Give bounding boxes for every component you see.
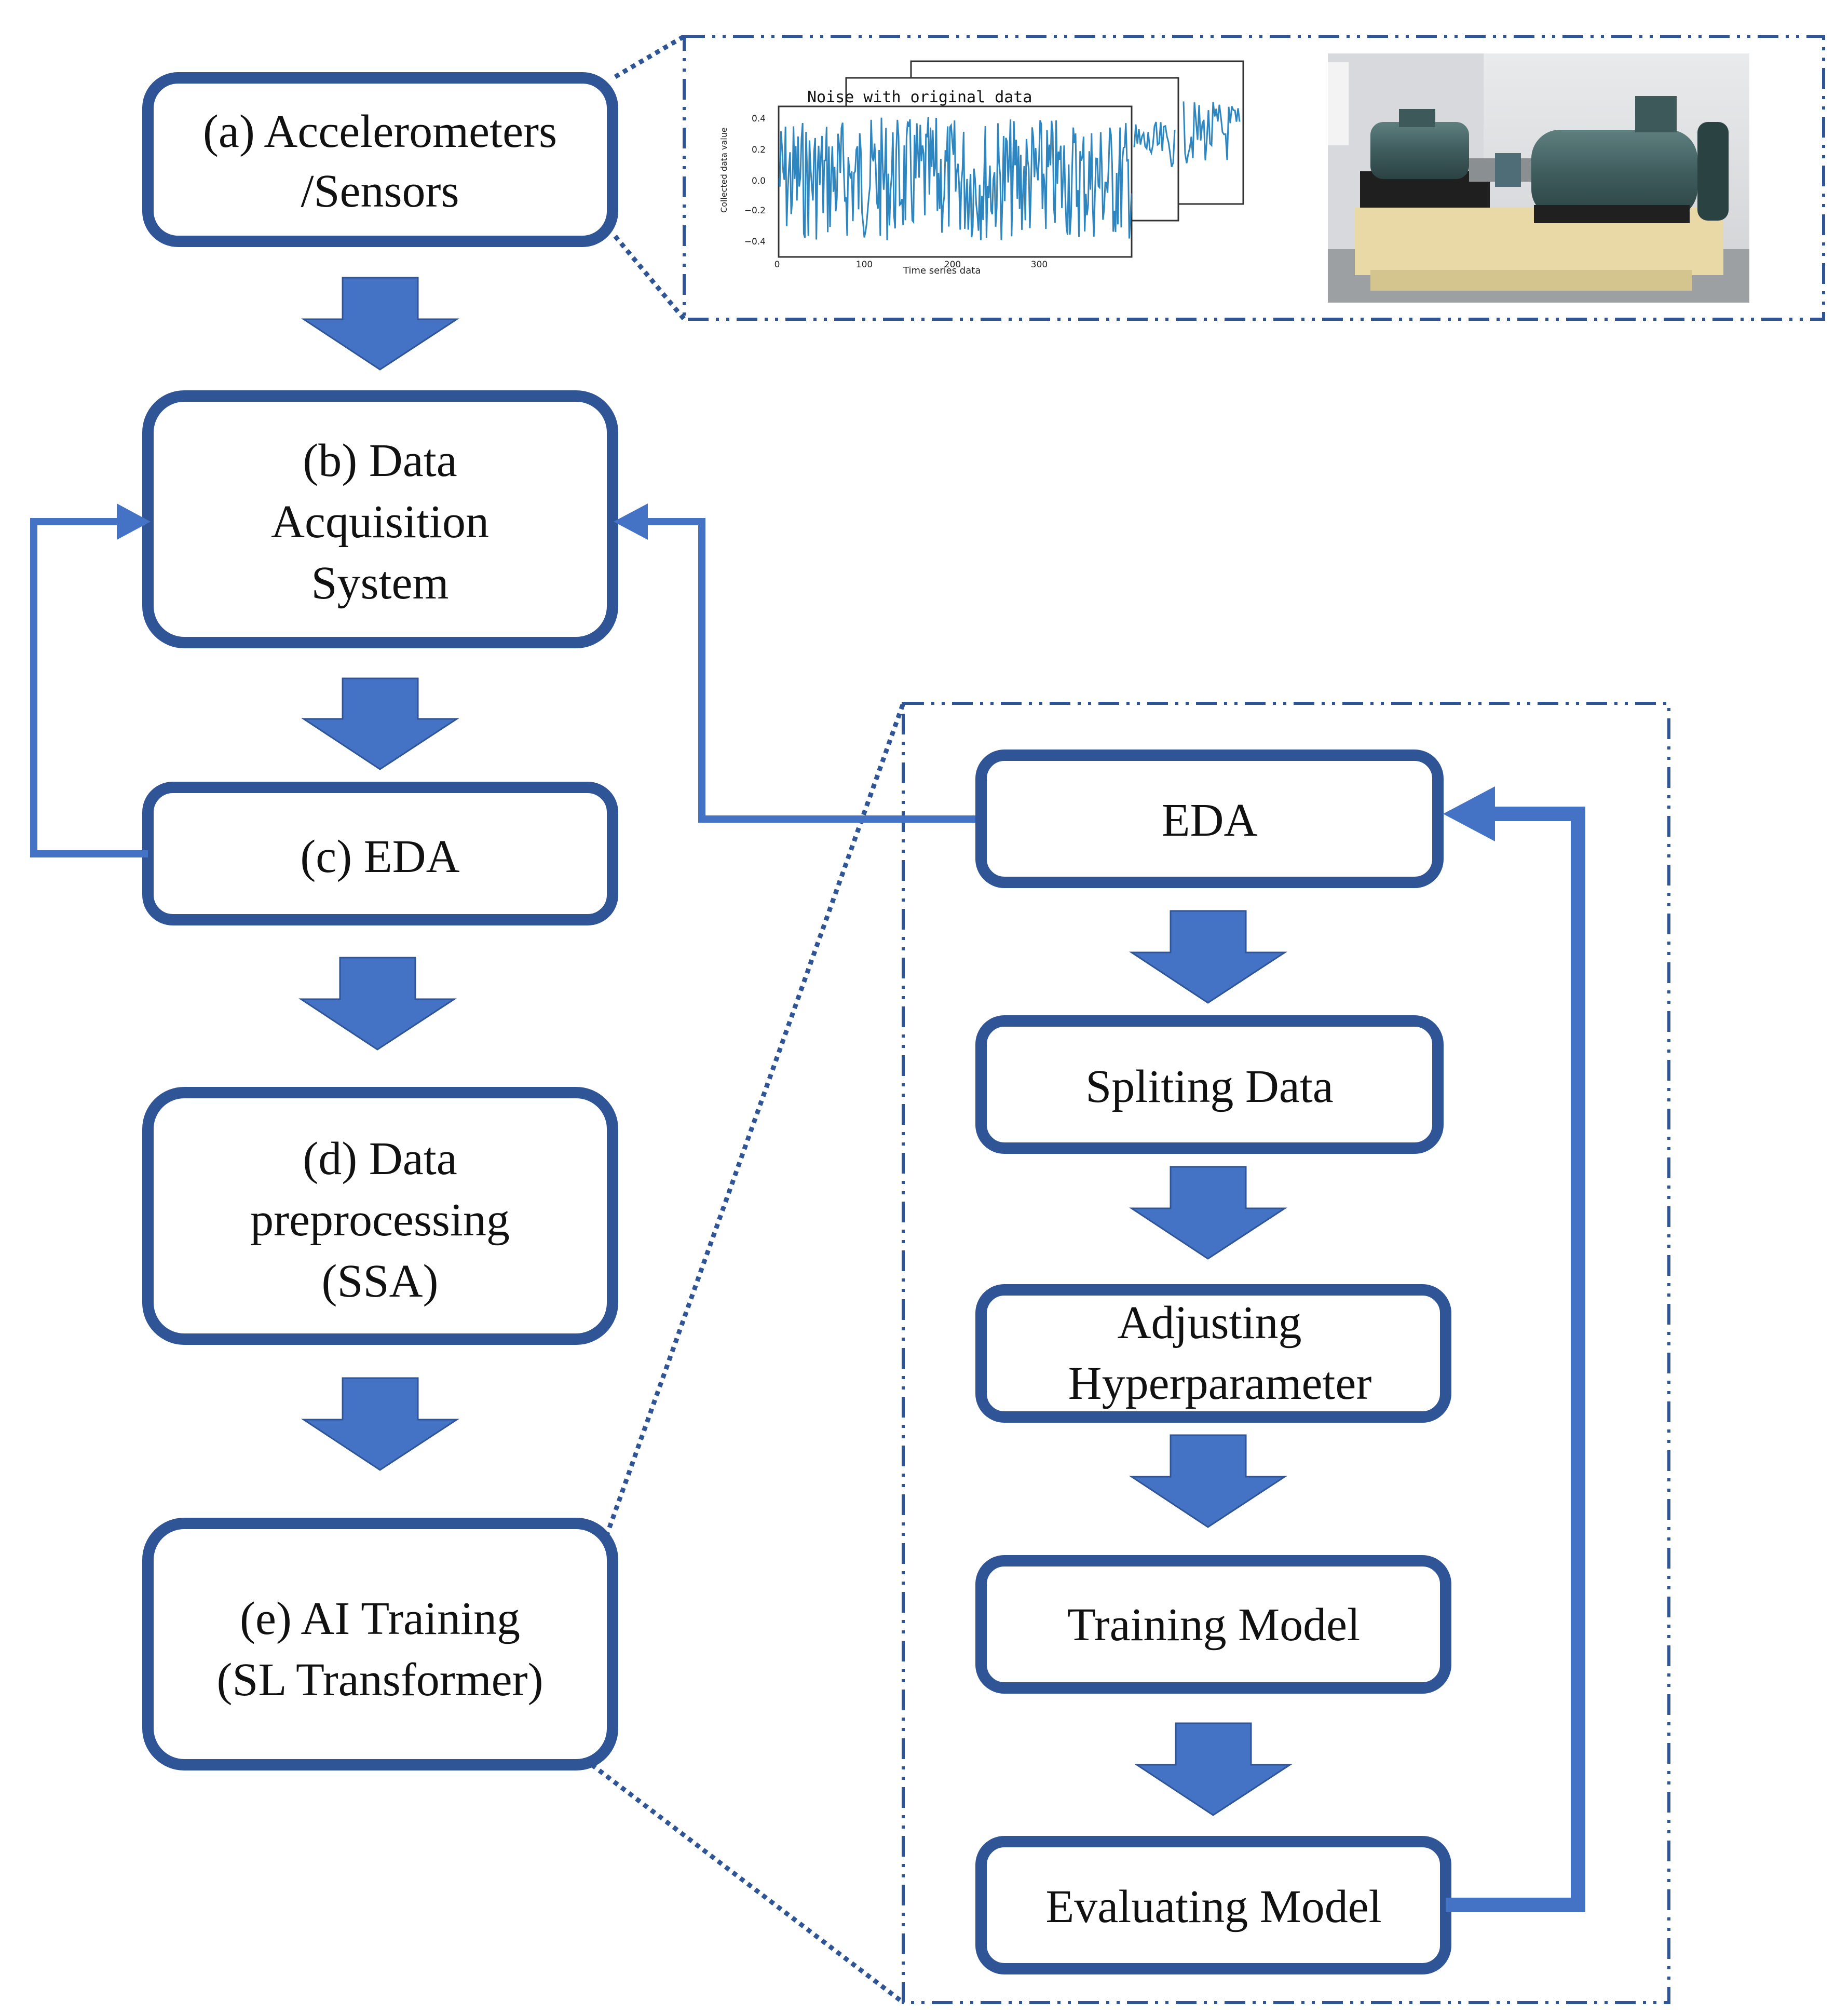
plot-y-ticks: 0.4 0.2 0.0 −0.2 −0.4 <box>744 114 766 247</box>
plot-y-tick: −0.2 <box>744 206 766 216</box>
feedback-loop-c-to-b <box>30 503 151 857</box>
detail-train-label: Training Model <box>1067 1599 1360 1651</box>
plot-ylabel: Collected data value <box>719 127 729 213</box>
connector-eda-to-acquisition <box>614 503 981 823</box>
box-e-ai-training: (e) AI Training (SL Transformer) <box>142 1518 618 1770</box>
plot-x-tick: 300 <box>1031 260 1048 270</box>
arrow-down-train-evaluate <box>1134 1722 1293 1816</box>
detail-box-hyperparameter: Adjusting Hyperparameter <box>975 1284 1451 1423</box>
detail-box-training: Training Model <box>975 1555 1451 1694</box>
arrow-down-adjust-train <box>1129 1434 1288 1528</box>
arrow-down-c-d <box>298 957 457 1051</box>
detail-split-label: Spliting Data <box>1085 1061 1333 1112</box>
arrow-down-a-b <box>301 277 460 371</box>
box-a-line-2: /Sensors <box>301 166 459 217</box>
detail-eda-label: EDA <box>1162 795 1258 846</box>
plot-y-tick: −0.4 <box>744 237 766 247</box>
box-a-line-1: (a) Accelerometers <box>203 106 557 157</box>
arrow-down-b-c <box>301 677 460 770</box>
box-e-line-1: (e) AI Training <box>240 1593 520 1644</box>
box-c-eda: (c) EDA <box>142 782 618 925</box>
box-b-line-1: (b) Data <box>303 435 457 486</box>
detail-box-splitting: Spliting Data <box>975 1015 1444 1154</box>
motor-test-rig-photo <box>1328 53 1749 303</box>
plot-x-tick: 100 <box>856 260 873 270</box>
box-d-line-2: preprocessing <box>250 1194 510 1246</box>
flow-arrows-detail <box>1129 910 1293 1816</box>
signal-plot-inset: Noise with original data Collected data … <box>719 60 1244 276</box>
flow-arrows-left <box>298 277 460 1471</box>
detail-frame <box>590 702 1670 2005</box>
box-a-accelerometers: (a) Accelerometers /Sensors <box>142 72 618 247</box>
detail-evaluate-label: Evaluating Model <box>1045 1881 1381 1932</box>
plot-title: Noise with original data <box>807 88 1032 106</box>
box-c-line-1: (c) EDA <box>300 831 459 882</box>
plot-x-tick: 200 <box>944 260 961 270</box>
arrow-down-d-e <box>301 1377 460 1471</box>
detail-adjust-line-2: Hyperparameter <box>1068 1358 1372 1409</box>
box-b-line-3: System <box>311 557 448 609</box>
arrow-down-eda-split <box>1129 910 1288 1004</box>
detail-adjust-line-1: Adjusting <box>1117 1297 1301 1348</box>
plot-y-tick: 0.0 <box>752 176 766 186</box>
detail-box-evaluating: Evaluating Model <box>975 1836 1451 1974</box>
box-d-line-3: (SSA) <box>321 1256 438 1307</box>
box-d-preprocessing: (d) Data preprocessing (SSA) <box>142 1087 618 1345</box>
plot-y-tick: 0.2 <box>752 145 766 155</box>
detail-box-eda: EDA <box>975 750 1444 888</box>
box-d-line-1: (d) Data <box>303 1133 457 1184</box>
plot-y-tick: 0.4 <box>752 114 766 124</box>
plot-xlabel: Time series data <box>903 265 981 276</box>
plot-x-tick: 0 <box>774 260 780 270</box>
box-b-data-acquisition: (b) Data Acquisition System <box>142 390 618 648</box>
feedback-loop-evaluate-to-eda <box>1443 786 1585 1912</box>
plot-x-ticks: 0 100 200 300 <box>774 260 1048 270</box>
inset-frame-top <box>613 34 1825 321</box>
arrow-down-split-adjust <box>1129 1166 1288 1260</box>
box-e-line-2: (SL Transformer) <box>216 1654 543 1706</box>
box-b-line-2: Acquisition <box>271 496 489 548</box>
